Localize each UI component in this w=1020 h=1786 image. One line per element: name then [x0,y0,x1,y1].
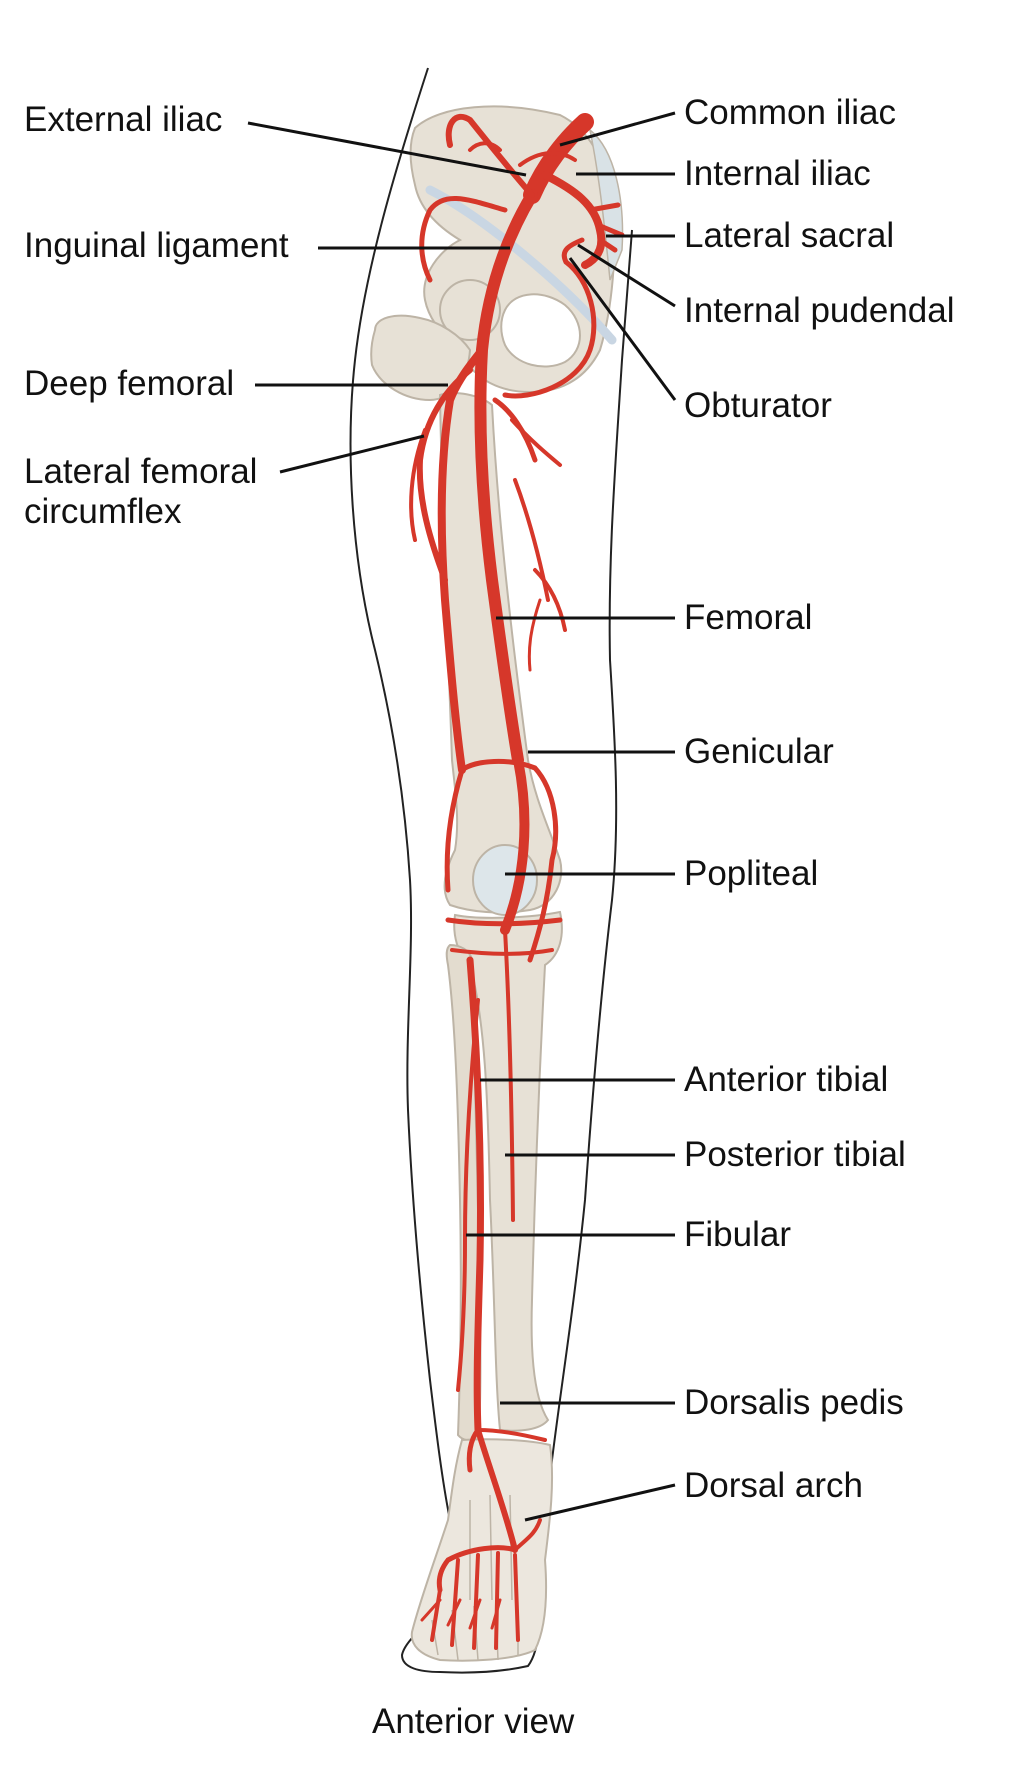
label-anterior-tibial: Anterior tibial [684,1060,889,1099]
caption-anterior-view: Anterior view [372,1702,575,1741]
artery-fibular [456,998,480,1392]
leader-lateral-femoral-circumflex [279,434,425,474]
artery-dorsal-arch [436,1545,518,1593]
label-lateral-femoral-circumflex-line1: Lateral femoral [24,452,258,491]
label-posterior-tibial: Posterior tibial [684,1135,906,1174]
leader-external-iliac [247,121,527,177]
label-dorsal-arch: Dorsal arch [684,1466,863,1505]
label-popliteal: Popliteal [684,854,819,893]
obturator-foramen [500,293,581,368]
artery-lateral-femoral-circumflex [416,367,473,583]
label-lateral-femoral-circumflex-line2: circumflex [24,492,182,531]
artery-external-iliac-femoral [474,189,538,766]
artery-genicular [459,758,559,963]
leader-internal-pudendal [577,243,676,308]
artery-popliteal [500,755,530,935]
label-inguinal-ligament: Inguinal ligament [24,226,289,265]
label-internal-pudendal: Internal pudendal [684,291,955,330]
label-external-iliac: External iliac [24,100,223,139]
artery-obturator [502,259,597,399]
label-internal-iliac: Internal iliac [684,154,871,193]
label-lateral-sacral: Lateral sacral [684,216,895,255]
label-fibular: Fibular [684,1215,791,1254]
artery-dorsalis-pedis [475,1427,518,1553]
leader-dorsal-arch [524,1483,676,1522]
label-deep-femoral: Deep femoral [24,364,235,403]
label-femoral: Femoral [684,598,813,637]
arteries [409,113,625,1650]
leader-lines [247,111,677,1522]
skin-outline [349,67,633,1674]
leader-obturator [568,257,677,401]
label-dorsalis-pedis: Dorsalis pedis [684,1383,904,1422]
label-obturator: Obturator [684,386,832,425]
artery-posterior-tibial [503,928,515,1222]
label-genicular: Genicular [684,732,834,771]
tibia [453,910,563,1432]
label-common-iliac: Common iliac [684,93,896,132]
leader-common-iliac [559,111,676,147]
artery-internal-iliac [541,171,606,269]
